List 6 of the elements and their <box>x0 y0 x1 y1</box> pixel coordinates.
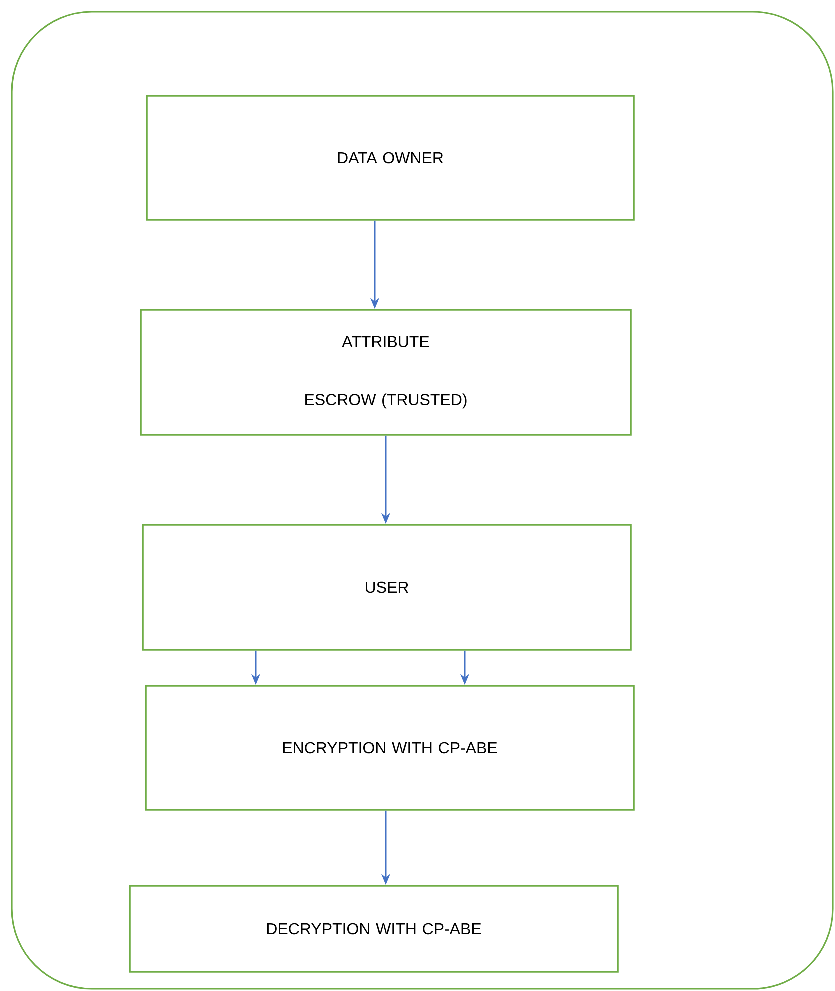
process-box: DECRYPTION WITH CP-ABE <box>129 885 619 973</box>
process-box: USER <box>142 524 632 651</box>
process-box: DATA OWNER <box>146 95 635 221</box>
process-box: ENCRYPTION WITH CP-ABE <box>145 685 635 811</box>
process-box: ATTRIBUTE ESCROW (TRUSTED) <box>140 309 632 436</box>
container-frame <box>11 11 834 990</box>
